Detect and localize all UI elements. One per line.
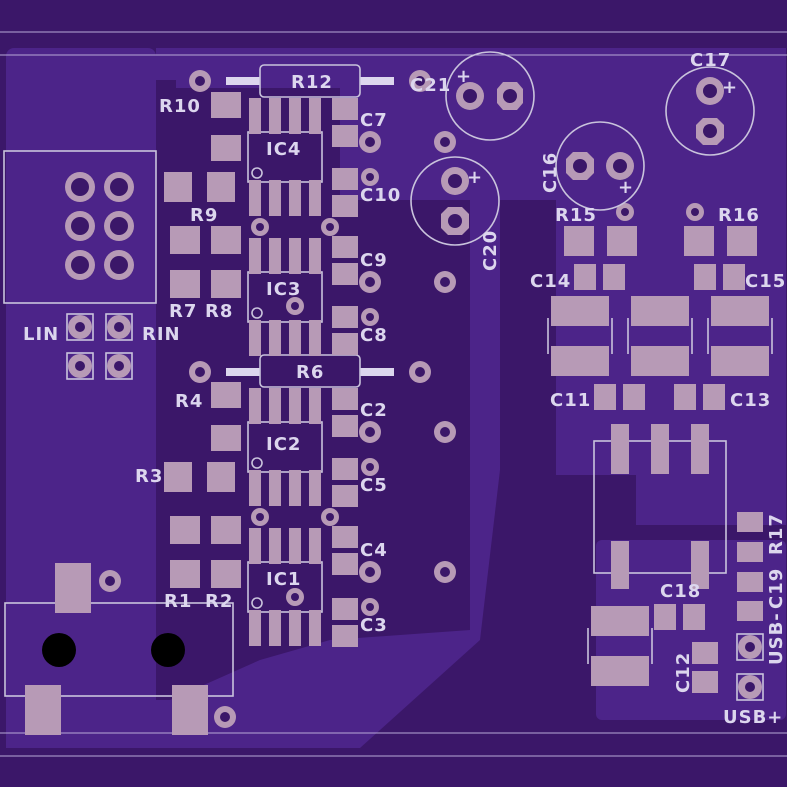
label-r2: R2 (205, 591, 233, 612)
label-r7: R7 (169, 301, 197, 322)
label-r9: R9 (190, 205, 218, 226)
label-rin: RIN (142, 324, 181, 345)
label-c20: C20 (480, 230, 501, 271)
label-c16: C16 (540, 152, 561, 193)
label-c5: C5 (360, 475, 388, 496)
label-r10: R10 (159, 96, 201, 117)
label-r1: R1 (164, 591, 192, 612)
capacitor-c20[interactable] (410, 156, 500, 246)
polarity-mark-c21: + (456, 66, 472, 87)
capacitor-c17[interactable] (665, 66, 755, 156)
label-c18: C18 (660, 581, 701, 602)
regulator-package[interactable] (593, 424, 727, 589)
label-c2: C2 (360, 400, 388, 421)
label-c3: C3 (360, 615, 388, 636)
audio-jack[interactable] (4, 563, 236, 735)
header-connector[interactable] (3, 150, 157, 304)
smd-caps-ic-column[interactable] (332, 98, 358, 647)
label-r17: R17 (766, 513, 787, 555)
label-c13: C13 (730, 390, 771, 411)
label-ic1: IC1 (266, 569, 301, 590)
label-ic2: IC2 (266, 434, 301, 455)
label-c17: C17 (690, 50, 731, 71)
label-r8: R8 (205, 301, 233, 322)
label-r12: R12 (291, 72, 333, 93)
polarity-mark-c20: + (467, 167, 483, 188)
label-c7: C7 (360, 110, 388, 131)
resistor-r12[interactable] (189, 64, 431, 98)
label-ic3: IC3 (266, 279, 301, 300)
label-usb-plus: USB+ (723, 707, 783, 728)
label-r15: R15 (555, 205, 597, 226)
ic3-chip[interactable] (247, 238, 323, 356)
label-c12: C12 (673, 652, 694, 693)
label-usb-minus: USB- (766, 612, 787, 665)
label-c4: C4 (360, 540, 388, 561)
smd-right-large-caps[interactable] (547, 296, 773, 686)
r17-c19-pads[interactable] (737, 512, 763, 621)
label-r3: R3 (135, 466, 163, 487)
label-r4: R4 (175, 391, 203, 412)
capacitor-c16[interactable] (555, 121, 645, 211)
silkscreen-labels: R12 R10 R6 R4 R9 R7 R8 R3 R1 R2 IC4 IC3 … (23, 50, 787, 728)
label-c14: C14 (530, 271, 571, 292)
label-c8: C8 (360, 325, 388, 346)
usb-pads[interactable] (736, 633, 764, 701)
label-ic4: IC4 (266, 139, 301, 160)
label-c9: C9 (360, 250, 388, 271)
ic1-chip[interactable] (247, 528, 323, 646)
capacitor-c21[interactable] (445, 51, 535, 141)
label-r6: R6 (296, 362, 324, 383)
smd-right-small[interactable] (564, 226, 757, 693)
inner-traces (156, 80, 636, 600)
ic2-chip[interactable] (247, 388, 323, 506)
label-r16: R16 (718, 205, 760, 226)
polarity-mark-c16: + (618, 177, 634, 198)
ic4-chip[interactable] (247, 98, 323, 216)
label-c15: C15 (745, 271, 786, 292)
label-c10: C10 (360, 185, 401, 206)
label-c19: C19 (766, 568, 787, 609)
smd-resistors-left[interactable] (164, 92, 241, 588)
lin-rin-pads[interactable] (66, 313, 133, 380)
vias (251, 131, 704, 616)
label-c21: C21 (410, 75, 451, 96)
label-c11: C11 (550, 390, 591, 411)
polarity-mark-c17: + (722, 77, 738, 98)
label-lin: LIN (23, 324, 59, 345)
copper-pour (6, 48, 786, 748)
